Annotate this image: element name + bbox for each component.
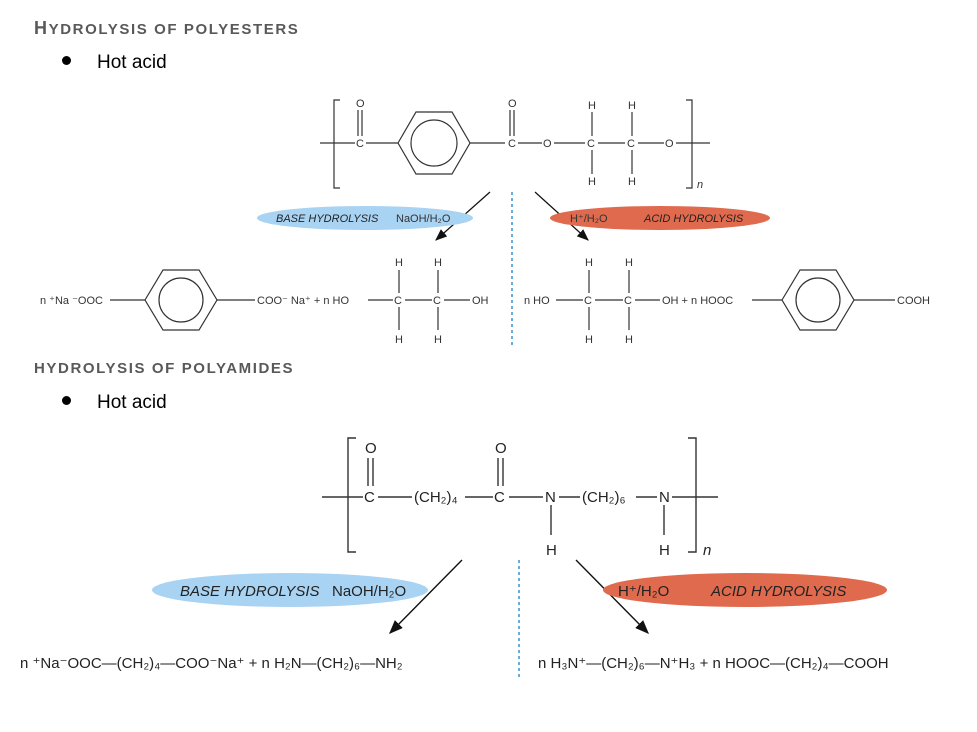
base-hydrolysis-reagent: NaOH/H₂O (396, 213, 451, 225)
svg-text:C: C (356, 138, 364, 150)
base-products-2: n ⁺Na⁻OOC—(CH₂)₄—COO⁻Na⁺ + n H₂N—(CH₂)₆—… (20, 655, 403, 672)
svg-text:O: O (365, 440, 377, 457)
svg-text:C: C (624, 295, 632, 307)
svg-text:n HO: n HO (524, 295, 550, 307)
svg-text:C: C (584, 295, 592, 307)
polyamide-bullet-text: Hot acid (97, 392, 167, 413)
svg-text:C: C (627, 138, 635, 150)
svg-text:C: C (508, 138, 516, 150)
polyamide-atoms: O O C C (CH₂)₄ N (CH₂)₆ N H H n (364, 440, 711, 559)
svg-text:C: C (587, 138, 595, 150)
svg-text:(CH₂)₆: (CH₂)₆ (582, 489, 626, 506)
svg-text:H: H (628, 100, 636, 112)
polyamide-bullet: Hot acid (62, 392, 167, 414)
svg-text:H: H (625, 257, 633, 269)
svg-text:H: H (585, 334, 593, 346)
svg-text:(CH₂)₄: (CH₂)₄ (414, 489, 458, 506)
polyester-atoms: O C O C O C C O H H H H n (356, 98, 703, 191)
polyester-heading-rest: YDROLYSIS OF POLYESTERS (48, 21, 300, 38)
acid-products-1-text: n HO C C OH + n HOOC COOH H H H H (524, 257, 930, 346)
polyamide-heading: HYDROLYSIS OF POLYAMIDES (34, 360, 294, 377)
svg-text:N: N (545, 489, 556, 506)
svg-text:H: H (628, 176, 636, 188)
svg-text:H: H (625, 334, 633, 346)
base-products-1-text: n ⁺Na ⁻OOC COO⁻ Na⁺ + n HO C C OH H H H … (40, 257, 489, 346)
bullet-dot-icon (62, 396, 71, 406)
bullet-dot-icon (62, 56, 71, 66)
svg-text:H: H (395, 257, 403, 269)
svg-text:H: H (585, 257, 593, 269)
base-products-1-bonds (110, 269, 470, 331)
acid-products-2: n H₃N⁺—(CH₂)₆—N⁺H₃ + n HOOC—(CH₂)₄—COOH (538, 655, 889, 672)
svg-text:N: N (659, 489, 670, 506)
acid-hydrolysis-pill-2 (603, 573, 887, 607)
acid-hydrolysis-reagent-2: H⁺/H₂O (618, 583, 669, 600)
base-hydrolysis-reagent-2: NaOH/H₂O (332, 583, 406, 600)
svg-text:H: H (588, 100, 596, 112)
acid-hydrolysis-reagent: H⁺/H₂O (570, 213, 608, 225)
acid-hydrolysis-pill (550, 206, 770, 230)
svg-text:H: H (434, 257, 442, 269)
svg-text:OH: OH (472, 295, 489, 307)
svg-text:H: H (659, 542, 670, 559)
svg-text:C: C (433, 295, 441, 307)
svg-text:O: O (356, 98, 365, 110)
svg-text:C: C (494, 489, 505, 506)
polyester-bullet: Hot acid (62, 52, 167, 74)
base-hydrolysis-label-2: BASE HYDROLYSIS (180, 583, 320, 600)
svg-text:OH + n HOOC: OH + n HOOC (662, 295, 733, 307)
svg-text:C: C (364, 489, 375, 506)
svg-text:COO⁻ Na⁺ + n HO: COO⁻ Na⁺ + n HO (257, 295, 349, 307)
base-hydrolysis-label: BASE HYDROLYSIS (276, 213, 379, 225)
acid-hydrolysis-label: ACID HYDROLYSIS (643, 213, 744, 225)
base-arrow-2 (389, 559, 463, 634)
polyester-bullet-text: Hot acid (97, 52, 167, 73)
svg-text:O: O (543, 138, 552, 150)
acid-hydrolysis-label-2: ACID HYDROLYSIS (710, 583, 846, 600)
svg-text:O: O (665, 138, 674, 150)
svg-text:n ⁺Na ⁻OOC: n ⁺Na ⁻OOC (40, 295, 103, 307)
svg-text:n: n (703, 542, 711, 559)
svg-text:COOH: COOH (897, 295, 930, 307)
svg-text:H: H (395, 334, 403, 346)
svg-text:H: H (588, 176, 596, 188)
polyester-heading-initial: H (34, 18, 49, 38)
svg-text:H: H (434, 334, 442, 346)
polyamide-structure (322, 437, 718, 553)
acid-products-1-bonds (556, 269, 895, 331)
base-hydrolysis-pill (257, 206, 473, 230)
svg-text:C: C (394, 295, 402, 307)
acid-arrow-2 (575, 559, 649, 634)
svg-text:n: n (697, 179, 703, 191)
polyamide-heading-text: HYDROLYSIS OF POLYAMIDES (34, 360, 295, 377)
polyester-heading: HYDROLYSIS OF POLYESTERS (34, 18, 299, 39)
polyester-structure (320, 99, 710, 189)
svg-text:O: O (495, 440, 507, 457)
base-hydrolysis-pill-2 (152, 573, 428, 607)
svg-text:O: O (508, 98, 517, 110)
svg-text:H: H (546, 542, 557, 559)
